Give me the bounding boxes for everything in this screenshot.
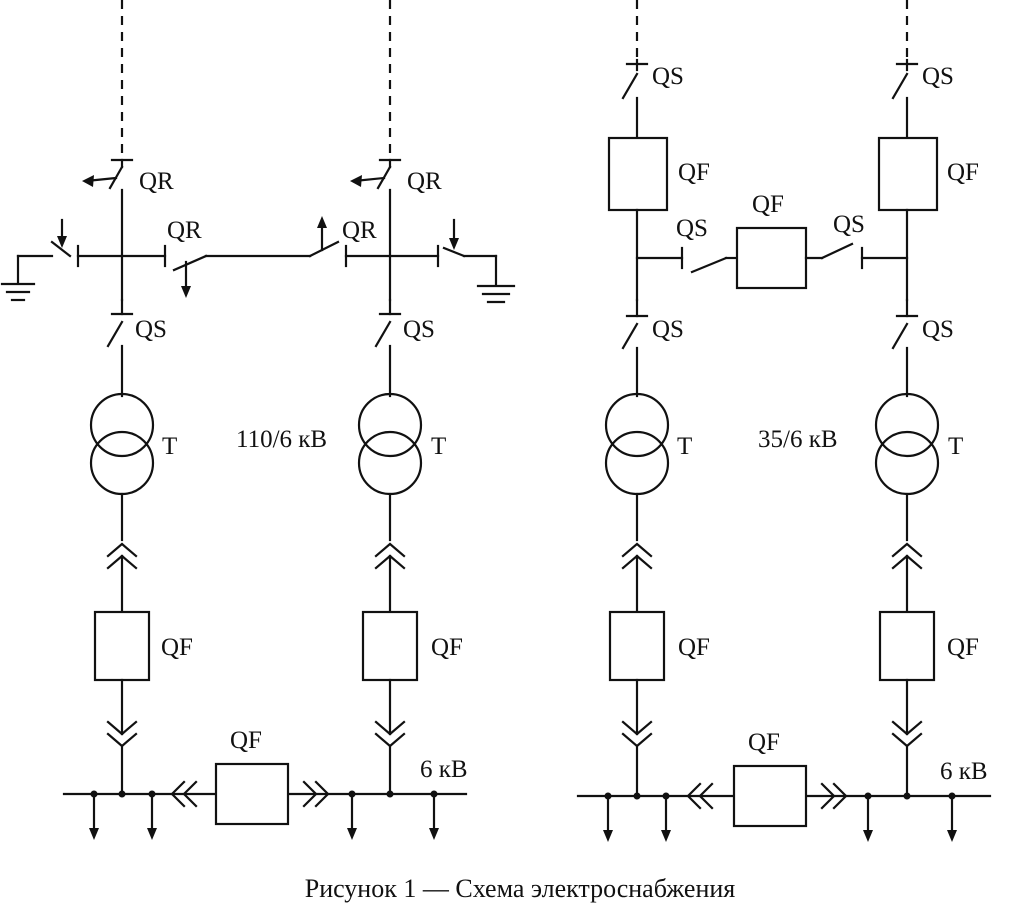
left-plug-contact-down-1: [106, 678, 138, 796]
left-label-qr-bridge-1: QR: [167, 217, 202, 244]
right-label-qf-top-1: QF: [678, 159, 710, 186]
right-label-bus-6kv: 6 кВ: [940, 758, 988, 785]
right-qs-lower-1: [621, 298, 649, 398]
left-label-bus-6kv: 6 кВ: [420, 756, 468, 783]
left-label-t-1: T: [162, 433, 177, 460]
left-sectional-breaker: [170, 762, 330, 826]
left-grounding-switch-1: [0, 218, 124, 302]
right-plug-contact-down-1: [621, 678, 653, 798]
left-bridge-qr: [120, 216, 392, 298]
left-qr-separator-2: [350, 158, 402, 302]
right-label-t-1: T: [677, 433, 692, 460]
figure-caption: Рисунок 1 — Схема электроснабжения: [305, 874, 736, 903]
right-label-qs-lower-2: QS: [922, 316, 954, 343]
left-qs-disconnector-1: [106, 298, 134, 398]
left-qf-breaker-2: [361, 610, 419, 682]
right-label-qs-bridge-2: QS: [833, 211, 865, 238]
left-label-qs-1: QS: [135, 316, 167, 343]
right-scheme: QS QS QF QF QF QS QS QS QS T T 35/6 кВ Q…: [576, 0, 992, 842]
left-plug-contact-down-2: [374, 678, 406, 796]
left-label-qr-2: QR: [407, 168, 442, 195]
right-transformer-1: [604, 392, 670, 542]
right-label-qf-2: QF: [947, 634, 979, 661]
left-label-t-2: T: [431, 433, 446, 460]
right-label-qf-1: QF: [678, 634, 710, 661]
left-grounding-switch-2: [388, 218, 516, 304]
left-transformer-1: [89, 392, 155, 542]
right-plug-contact-up-1: [621, 542, 653, 614]
right-qs-lower-2: [891, 298, 919, 398]
right-qf-breaker-1: [608, 610, 666, 682]
right-qf-top-1: [607, 136, 669, 212]
right-label-voltage: 35/6 кВ: [758, 426, 838, 453]
left-label-qf-1: QF: [161, 634, 193, 661]
left-label-voltage: 110/6 кВ: [236, 426, 327, 453]
left-transformer-2: [357, 392, 423, 542]
left-feeders: [89, 792, 439, 840]
left-label-qr-1: QR: [139, 168, 174, 195]
left-label-qf-2: QF: [431, 634, 463, 661]
left-label-qr-bridge-2: QR: [342, 217, 377, 244]
right-bridge: [635, 226, 909, 290]
left-scheme: QR QR QR QR QS QS T T 110/6 кВ QF QF QF …: [0, 0, 516, 840]
right-label-t-2: T: [948, 433, 963, 460]
right-label-qs-lower-1: QS: [652, 316, 684, 343]
right-label-qf-sectional: QF: [748, 729, 780, 756]
right-qs-top-1: [621, 58, 649, 140]
right-plug-contact-down-2: [891, 678, 923, 798]
right-label-qf-bridge: QF: [752, 191, 784, 218]
right-label-qs-top-1: QS: [652, 63, 684, 90]
right-qf-top-2: [877, 136, 939, 212]
left-qs-disconnector-2: [374, 298, 402, 398]
left-plug-contact-up-2: [374, 542, 406, 614]
right-label-qs-bridge-1: QS: [676, 215, 708, 242]
right-transformer-2: [874, 392, 940, 542]
right-qf-breaker-2: [878, 610, 936, 682]
left-qr-separator-1: [82, 158, 134, 302]
right-label-qs-top-2: QS: [922, 63, 954, 90]
left-label-qf-sectional: QF: [230, 727, 262, 754]
left-plug-contact-up-1: [106, 542, 138, 614]
right-sectional-breaker: [686, 764, 848, 828]
right-label-qf-top-2: QF: [947, 159, 979, 186]
right-plug-contact-up-2: [891, 542, 923, 614]
right-feeders: [603, 794, 957, 842]
left-qf-breaker-1: [93, 610, 151, 682]
right-qs-top-2: [891, 58, 919, 140]
left-label-qs-2: QS: [403, 316, 435, 343]
